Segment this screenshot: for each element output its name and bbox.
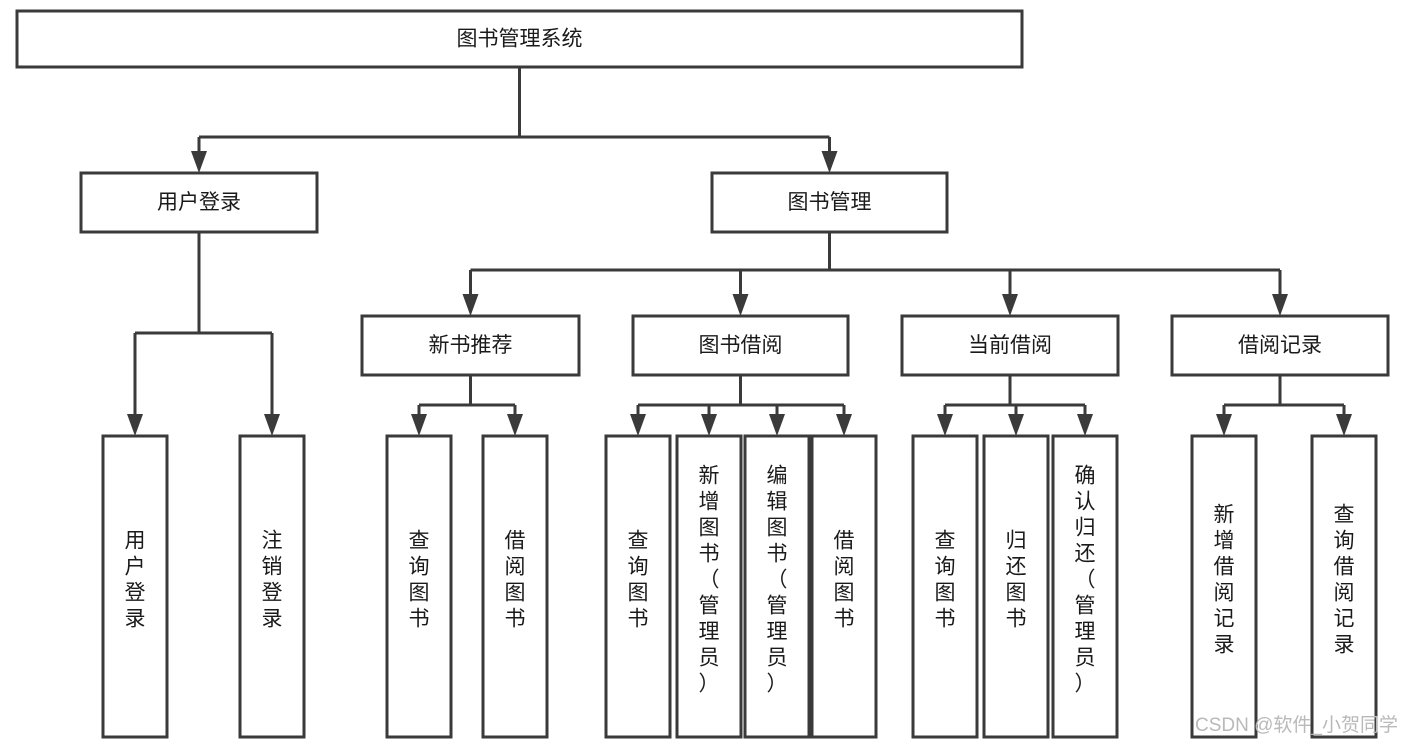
node-box-new-book-recommend[interactable]: [360, 314, 581, 377]
node-box-book-management[interactable]: [710, 171, 949, 234]
arrow-head-icon: [1272, 294, 1288, 316]
arrow-head-icon: [1336, 414, 1352, 436]
node-label-leaf-confirm-return-admin: 确认归还（管理员）: [1075, 465, 1096, 696]
node-label-leaf-query-borrow-record: 查询借阅记录: [1334, 504, 1355, 657]
node-label-leaf-user-login: 用户登录: [125, 530, 146, 631]
connector-group-book-borrow-to-leaves: [630, 375, 852, 436]
node-label-leaf-borrow-book: 借阅图书: [834, 530, 855, 631]
node-box-leaf-query-book-recommend[interactable]: [385, 434, 453, 739]
arrow-head-icon: [127, 414, 143, 436]
node-label-leaf-borrow-book-recommend: 借阅图书: [505, 530, 526, 631]
arrow-head-icon: [191, 151, 207, 173]
node-label-leaf-add-book-admin: 新增图书（管理员）: [699, 465, 720, 696]
arrow-head-icon: [1077, 414, 1093, 436]
node-box-leaf-return-book[interactable]: [982, 434, 1050, 739]
arrow-head-icon: [462, 294, 479, 316]
arrow-head-icon: [1216, 414, 1232, 436]
node-leaf-borrow-book[interactable]: 借阅图书: [810, 434, 878, 739]
arrow-head-icon: [264, 414, 280, 436]
arrow-head-icon: [507, 414, 523, 436]
node-label-leaf-return-book: 归还图书: [1006, 530, 1027, 631]
csdn-watermark: CSDN @软件_小贺同学: [1195, 714, 1398, 736]
node-box-current-borrow[interactable]: [900, 314, 1120, 377]
node-box-book-borrow[interactable]: [631, 314, 850, 377]
arrow-head-icon: [1008, 414, 1024, 436]
node-new-book-recommend[interactable]: 新书推荐: [360, 314, 581, 377]
node-box-leaf-add-book-admin[interactable]: [675, 434, 743, 739]
node-leaf-add-book-admin[interactable]: 新增图书（管理员）: [675, 434, 743, 739]
node-leaf-add-borrow-record[interactable]: 新增借阅记录: [1190, 434, 1258, 739]
node-root[interactable]: 图书管理系统: [15, 9, 1024, 69]
node-box-leaf-borrow-book[interactable]: [810, 434, 878, 739]
node-leaf-query-book-current[interactable]: 查询图书: [911, 434, 979, 739]
node-label-leaf-add-borrow-record: 新增借阅记录: [1214, 504, 1235, 657]
node-box-user-login[interactable]: [79, 171, 319, 234]
connectors-layer: [127, 67, 1352, 436]
node-box-leaf-add-borrow-record[interactable]: [1190, 434, 1258, 739]
node-box-leaf-edit-book-admin[interactable]: [743, 434, 811, 739]
connector-group-current-borrow-to-leaves: [937, 375, 1093, 436]
node-box-leaf-query-book-current[interactable]: [911, 434, 979, 739]
arrow-head-icon: [937, 414, 953, 436]
nodes-layer: 图书管理系统用户登录图书管理新书推荐图书借阅当前借阅借阅记录用户登录注销登录查询…: [15, 9, 1390, 739]
arrow-head-icon: [630, 414, 646, 436]
node-label-leaf-edit-book-admin: 编辑图书（管理员）: [767, 465, 788, 696]
node-leaf-confirm-return-admin[interactable]: 确认归还（管理员）: [1051, 434, 1119, 739]
node-label-book-borrow: 图书借阅: [699, 334, 783, 357]
node-label-leaf-query-book-recommend: 查询图书: [409, 530, 430, 631]
node-leaf-query-book-recommend[interactable]: 查询图书: [385, 434, 453, 739]
arrow-head-icon: [821, 151, 838, 173]
node-label-leaf-logout: 注销登录: [262, 530, 283, 631]
node-box-borrow-records[interactable]: [1170, 314, 1390, 377]
node-box-leaf-confirm-return-admin[interactable]: [1051, 434, 1119, 739]
node-label-new-book-recommend: 新书推荐: [429, 334, 513, 357]
connector-group-new-book-recommend-to-leaves: [411, 375, 523, 436]
node-box-leaf-logout[interactable]: [238, 434, 306, 739]
arrow-head-icon: [769, 414, 785, 436]
node-book-borrow[interactable]: 图书借阅: [631, 314, 850, 377]
node-current-borrow[interactable]: 当前借阅: [900, 314, 1120, 377]
node-label-leaf-query-book-borrow: 查询图书: [628, 530, 649, 631]
arrow-head-icon: [732, 294, 749, 316]
connector-group-root-to-branches: [191, 67, 838, 173]
node-book-management[interactable]: 图书管理: [710, 171, 949, 234]
arrow-head-icon: [411, 414, 427, 436]
node-label-book-management: 图书管理: [788, 191, 872, 214]
arrow-head-icon: [836, 414, 852, 436]
connector-group-borrow-records-to-leaves: [1216, 375, 1352, 436]
node-box-leaf-borrow-book-recommend[interactable]: [481, 434, 549, 739]
node-leaf-logout[interactable]: 注销登录: [238, 434, 306, 739]
arrow-head-icon: [1002, 294, 1018, 316]
node-leaf-query-borrow-record[interactable]: 查询借阅记录: [1310, 434, 1378, 739]
node-leaf-edit-book-admin[interactable]: 编辑图书（管理员）: [743, 434, 811, 739]
node-leaf-user-login[interactable]: 用户登录: [101, 434, 169, 739]
node-label-current-borrow: 当前借阅: [968, 334, 1052, 357]
node-user-login[interactable]: 用户登录: [79, 171, 319, 234]
connector-group-book-management-to-modules: [462, 232, 1288, 316]
node-borrow-records[interactable]: 借阅记录: [1170, 314, 1390, 377]
node-leaf-query-book-borrow[interactable]: 查询图书: [604, 434, 672, 739]
node-label-leaf-query-book-current: 查询图书: [935, 530, 956, 631]
node-leaf-return-book[interactable]: 归还图书: [982, 434, 1050, 739]
connector-group-user-login-to-leaves: [127, 232, 280, 436]
node-box-leaf-query-book-borrow[interactable]: [604, 434, 672, 739]
arrow-head-icon: [701, 414, 717, 436]
node-box-root[interactable]: [15, 9, 1024, 69]
node-box-leaf-query-borrow-record[interactable]: [1310, 434, 1378, 739]
node-box-leaf-user-login[interactable]: [101, 434, 169, 739]
node-label-borrow-records: 借阅记录: [1238, 334, 1322, 357]
node-label-user-login: 用户登录: [157, 191, 241, 214]
node-label-root: 图书管理系统: [457, 28, 583, 51]
node-leaf-borrow-book-recommend[interactable]: 借阅图书: [481, 434, 549, 739]
